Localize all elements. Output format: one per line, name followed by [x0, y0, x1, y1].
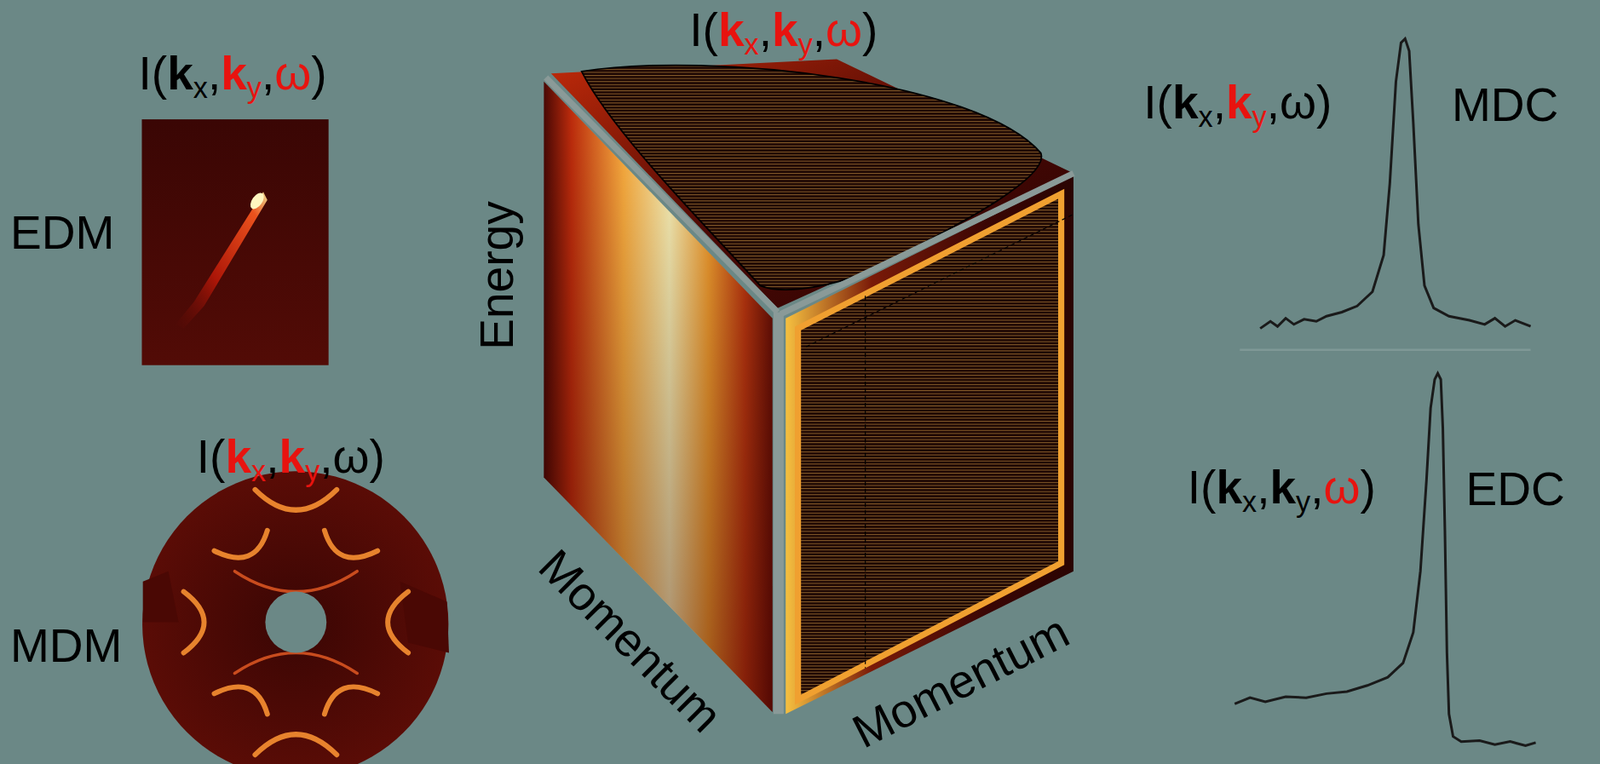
map-name: EDM [10, 209, 115, 257]
intensity-formula: I(kx,ky,ω) [196, 433, 386, 486]
map-name: MDM [10, 622, 123, 670]
axis-label: Energy [473, 201, 521, 351]
curve-name: MDC [1451, 81, 1559, 129]
intensity-formula: I(kx,ky,ω) [1187, 464, 1376, 517]
intensity-formula: I(kx,ky,ω) [1143, 79, 1332, 132]
curve-name: EDC [1465, 466, 1565, 513]
intensity-formula: I(kx,ky,ω) [689, 6, 878, 59]
intensity-formula: I(kx,ky,ω) [138, 50, 328, 103]
